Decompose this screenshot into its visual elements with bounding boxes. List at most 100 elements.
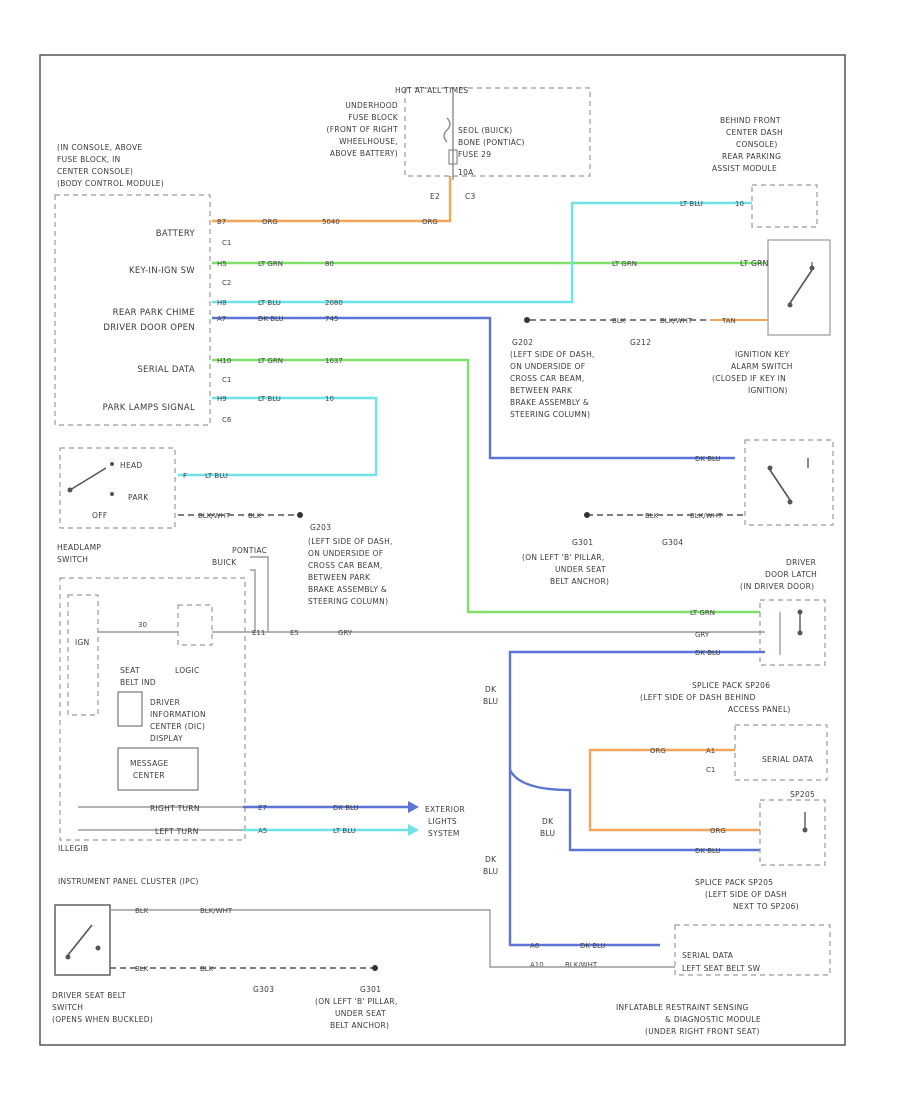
- seatbelt-gnd-wire-1: BLK: [135, 965, 149, 973]
- wire-ddo-color-2: DK BLU: [695, 455, 721, 463]
- buick-wire: [250, 569, 256, 632]
- sdm-wire-2: BLK/WHT: [565, 961, 598, 969]
- wire-battery-color: ORG: [262, 218, 278, 226]
- g203-desc-1: (LEFT SIDE OF DASH,: [308, 537, 393, 546]
- fuse-header: HOT AT ALL TIMES: [395, 86, 468, 95]
- ipc-pin-e5: E5: [290, 629, 299, 637]
- wire-sd-color-2: LT GRN: [690, 609, 715, 617]
- g203-desc-6: STEERING COLUMN): [308, 597, 388, 606]
- ipc-ext-2: LIGHTS: [428, 817, 457, 826]
- bcm-box: [54, 194, 211, 426]
- splice2-title: SP205: [790, 790, 815, 799]
- dkblu-label-1a: DK: [485, 685, 497, 694]
- wire-park-lamps: H9 LT BLU 10 LT BLU F: [178, 395, 378, 480]
- fuse-location-4: WHEELHOUSE,: [339, 137, 398, 146]
- splice1-serial: SERIAL DATA: [762, 755, 814, 764]
- bcm-conn-c1a: C1: [222, 239, 231, 247]
- door-label-3: (IN DRIVER DOOR): [740, 582, 814, 591]
- g202-desc-1: (LEFT SIDE OF DASH,: [510, 350, 595, 359]
- g301-id-2: G304: [662, 538, 683, 547]
- right-connector-pins: [779, 609, 803, 655]
- wire-ddo-color: DK BLU: [258, 315, 284, 323]
- fuse-location-3: (FRONT OF RIGHT: [327, 125, 399, 134]
- ignition-label-1: IGNITION KEY: [735, 350, 789, 359]
- headlamp-pos-park: PARK: [128, 493, 149, 502]
- wire-battery: B7 ORG 5040 ORG: [212, 176, 452, 226]
- headlamp-pos-head: HEAD: [120, 461, 142, 470]
- rpa-title-4: REAR PARKING: [722, 152, 781, 161]
- wire-pl-color: LT BLU: [258, 395, 281, 403]
- g202-desc-4: BETWEEN PARK: [510, 386, 573, 395]
- bcm-conn-c2: C2: [222, 279, 231, 287]
- rpa-title-2: CENTER DASH: [726, 128, 783, 137]
- ipc-right-turn: RIGHT TURN: [150, 804, 200, 813]
- ignition-switch-box: [767, 239, 831, 336]
- rpa-title-5: ASSIST MODULE: [712, 164, 777, 173]
- seatbelt-gnd-id-2: G301: [360, 985, 381, 994]
- fuse-pin: E2: [430, 192, 440, 201]
- ipc-title: INSTRUMENT PANEL CLUSTER (IPC): [58, 877, 199, 886]
- seatbelt-top-wire-1: BLK: [135, 907, 149, 915]
- ignition-gnd-color-2: BLK/WHT: [660, 317, 693, 325]
- splice1-label-1: SPLICE PACK SP206: [692, 681, 770, 690]
- g202-id: G202: [512, 338, 533, 347]
- ipc-ign-box: [67, 594, 99, 716]
- g203-id: G203: [310, 523, 331, 532]
- seatbelt-wire-top: [110, 909, 675, 968]
- g202-desc-3: CROSS CAR BEAM,: [510, 374, 585, 383]
- ignition-tan-label: TAN: [721, 317, 736, 325]
- seatbelt-gnd-desc-1: (ON LEFT 'B' PILLAR,: [315, 997, 398, 1006]
- seatbelt-gnd-desc-3: BELT ANCHOR): [330, 1021, 389, 1030]
- ignition-label-4: IGNITION): [748, 386, 788, 395]
- ignition-gnd-color-1: BLK: [612, 317, 626, 325]
- headlamp-pos-off: OFF: [92, 511, 107, 520]
- splice1-label-2: (LEFT SIDE OF DASH BEHIND: [640, 693, 756, 702]
- wire-ddo-circuit: 745: [325, 315, 338, 323]
- diagram-border: [39, 54, 846, 1046]
- g301-desc-2: UNDER SEAT: [555, 565, 606, 574]
- splice2-pins: [802, 812, 808, 833]
- sdm-belt: LEFT SEAT BELT SW: [682, 964, 761, 973]
- g202-desc-5: BRAKE ASSEMBLY &: [510, 398, 589, 407]
- wire-battery-pin: B7: [217, 218, 226, 226]
- seatbelt-label-1: DRIVER SEAT BELT: [52, 991, 126, 1000]
- ground-point-g303: [372, 965, 378, 971]
- wire-sd-circuit: 1037: [325, 357, 343, 365]
- fuse-location-2: FUSE BLOCK: [348, 113, 399, 122]
- ground-point-g301: [584, 512, 590, 518]
- wire-pl-pin: H9: [217, 395, 227, 403]
- ipc-right-wire: DK BLU: [333, 804, 359, 812]
- ipc-ign-label: IGN: [75, 638, 90, 647]
- wire-driver-door-open: A7 DK BLU 745 DK BLU: [212, 315, 735, 463]
- g202-id-2: G212: [630, 338, 651, 347]
- seatbelt-gnd-wire-2: BLK: [200, 965, 214, 973]
- ipc-logic-box: [177, 604, 213, 646]
- bcm-label-driver-door-open: DRIVER DOOR OPEN: [103, 323, 195, 333]
- fuse-connector: C3: [465, 192, 476, 201]
- bcm-label-serial-data: SERIAL DATA: [137, 365, 195, 375]
- door-label-1: DRIVER: [786, 558, 816, 567]
- rpa-title-1: BEHIND FRONT: [720, 116, 781, 125]
- seatbelt-gnd-desc-2: UNDER SEAT: [335, 1009, 386, 1018]
- door-latch-box: [744, 439, 834, 526]
- seatbelt-top-wire-2: BLK/WHT: [200, 907, 233, 915]
- left-turn-arrow-icon: [408, 824, 419, 836]
- sdm-label-2: & DIAGNOSTIC MODULE: [665, 1015, 761, 1024]
- seatbelt-label-2: SWITCH: [52, 1003, 83, 1012]
- g203-desc-5: BRAKE ASSEMBLY &: [308, 585, 387, 594]
- right-connector-box: [759, 599, 826, 666]
- fuse-block-box: [404, 87, 591, 177]
- ipc-msg-2: CENTER: [133, 771, 165, 780]
- splice2-label-2: (LEFT SIDE OF DASH: [705, 890, 787, 899]
- sdm-label-1: INFLATABLE RESTRAINT SENSING: [616, 1003, 749, 1012]
- wire-rpc-circuit: 2080: [325, 299, 343, 307]
- bcm-label-key-in-ign: KEY-IN-IGN SW: [129, 266, 195, 276]
- fuse-name-2: BONE (PONTIAC): [458, 138, 525, 147]
- splice2-wire-org: ORG: [710, 827, 726, 835]
- ipc-dic-3: CENTER (DIC): [150, 722, 205, 731]
- headlamp-label-1: HEADLAMP: [57, 543, 101, 552]
- wire-key-color-2: LT GRN: [612, 260, 637, 268]
- wire-dkblu-trunk: [508, 650, 765, 947]
- splice2-label-1: SPLICE PACK SP205: [695, 878, 773, 887]
- door-gnd-color-1: BLK: [645, 512, 659, 520]
